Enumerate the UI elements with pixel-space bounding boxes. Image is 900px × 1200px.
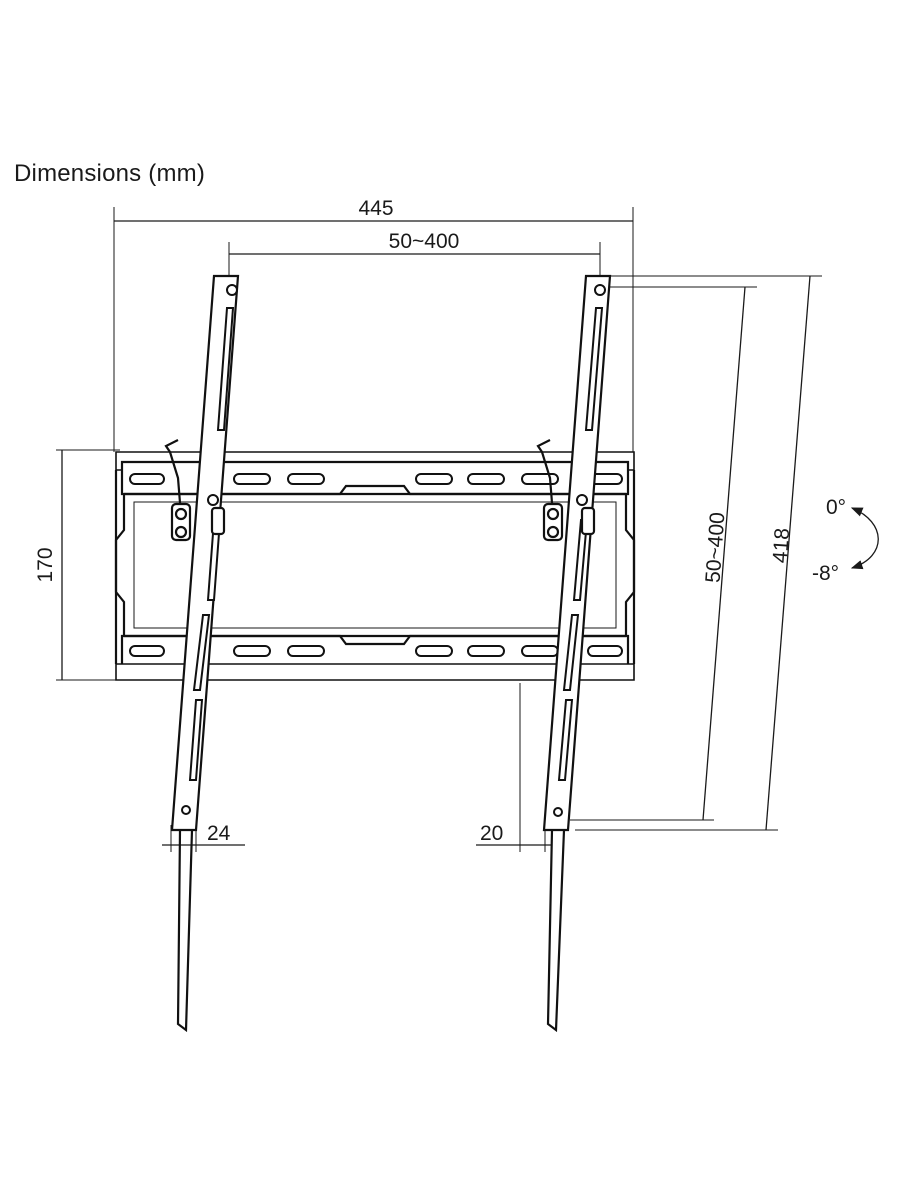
label-wall-distance-right: 20	[480, 822, 503, 845]
tilt-arrow-icon	[850, 507, 879, 570]
label-overall-width: 445	[358, 197, 393, 220]
tilt-indicator: 0° -8°	[812, 496, 879, 585]
dim-vesa-horizontal: 50~400	[228, 230, 601, 280]
dim-wall-distance-right: 20	[476, 683, 552, 852]
dim-vesa-vertical: 50~400	[570, 286, 757, 821]
wall-plate	[114, 451, 636, 681]
label-wall-distance-left: 24	[207, 822, 231, 845]
right-arm	[536, 274, 612, 1033]
dim-wall-plate-height: 170	[34, 449, 120, 681]
label-wall-plate-height: 170	[34, 547, 57, 582]
page-title: Dimensions (mm)	[14, 160, 206, 187]
label-arm-length: 418	[769, 527, 794, 564]
tilt-max-label: 0°	[826, 496, 846, 519]
left-arm	[164, 274, 240, 1033]
dim-overall-width: 445	[113, 197, 634, 452]
tilt-min-label: -8°	[812, 562, 839, 585]
label-vesa-horizontal: 50~400	[389, 230, 460, 253]
dim-arm-length: 418	[575, 275, 822, 831]
dim-wall-distance-left: 24	[162, 822, 245, 852]
label-vesa-vertical: 50~400	[702, 511, 730, 583]
